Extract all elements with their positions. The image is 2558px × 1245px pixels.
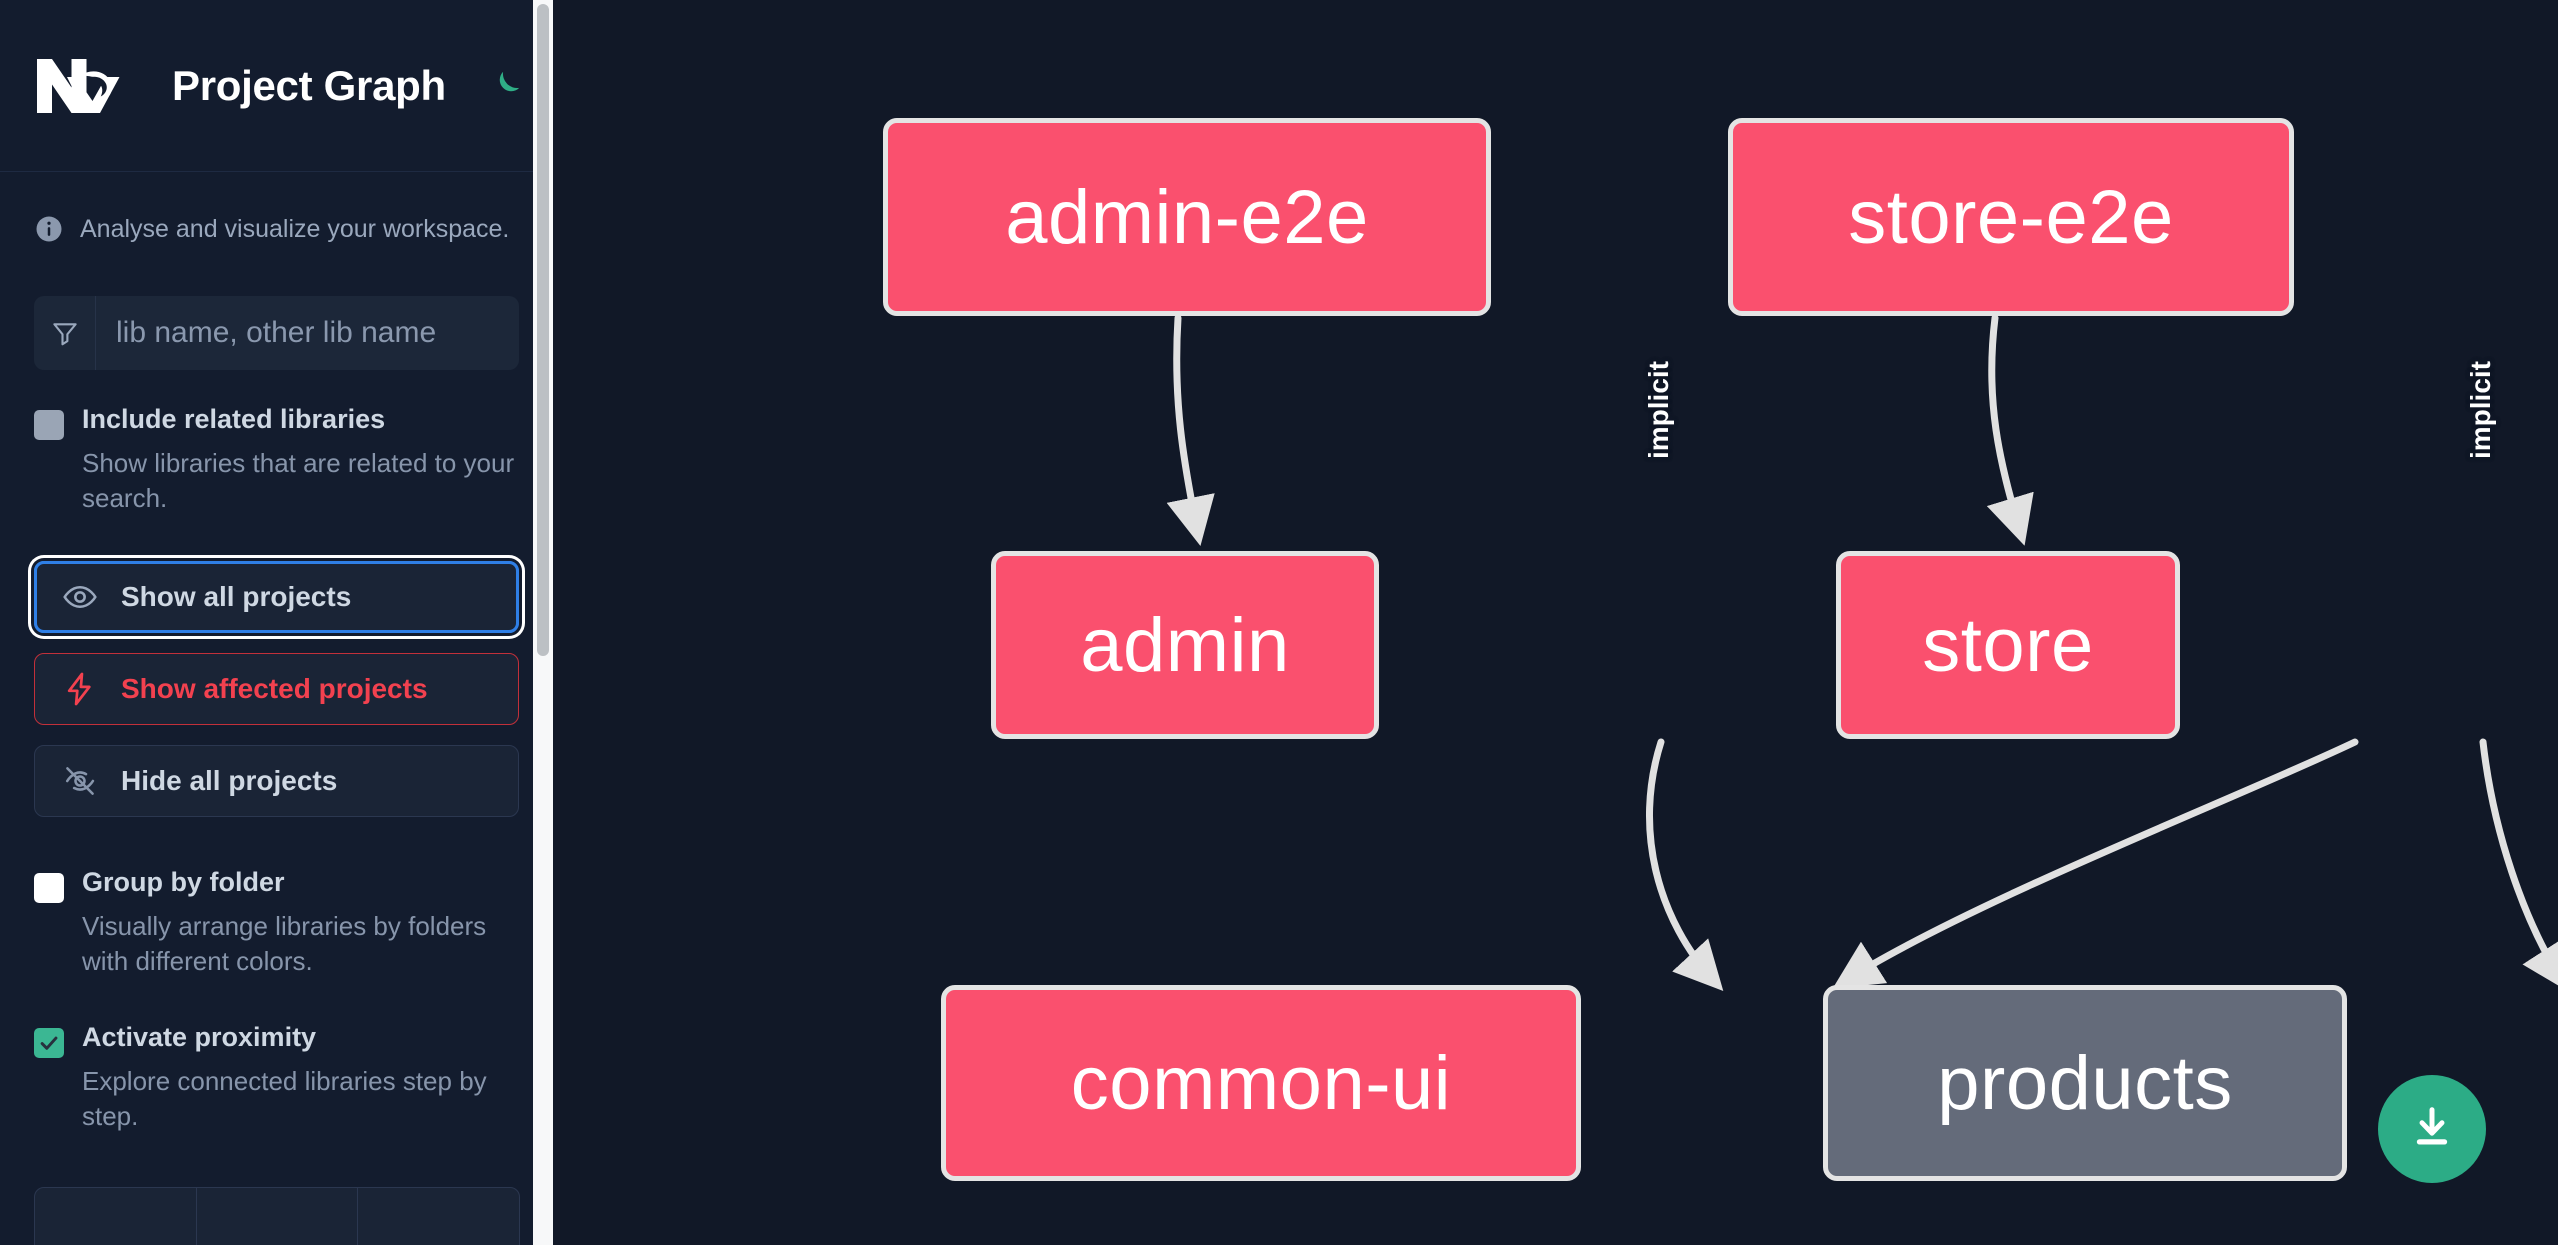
edge-admin-common-ui <box>1646 738 1724 992</box>
hide-all-projects-label: Hide all projects <box>121 765 338 797</box>
proximity-segment-2[interactable] <box>197 1188 359 1245</box>
checkbox-activate-proximity[interactable]: Activate proximity Explore connected lib… <box>34 1022 519 1133</box>
checkbox-label-group-by-folder: Group by folder <box>82 867 285 898</box>
graph-edges <box>1166 314 2558 993</box>
lightning-bolt-icon <box>61 670 99 708</box>
edge-label-implicit-store: implicit <box>2465 360 2496 460</box>
project-graph-canvas[interactable]: implicit implicit admin-e2e store-e2e ad… <box>553 0 2558 1245</box>
sidebar-header: Project Graph <box>0 0 553 172</box>
edge-store-products <box>2479 738 2558 993</box>
proximity-segment-3[interactable] <box>358 1188 519 1245</box>
workspace-info-text: Analyse and visualize your workspace. <box>80 214 510 243</box>
graph-node-admin-e2e[interactable]: admin-e2e <box>883 118 1491 316</box>
proximity-segment-1[interactable] <box>35 1188 197 1245</box>
graph-node-admin[interactable]: admin <box>991 551 1379 739</box>
checkbox-desc-include-related-libraries: Show libraries that are related to your … <box>82 448 515 513</box>
moon-icon[interactable] <box>486 65 524 107</box>
eye-slash-icon <box>61 762 99 800</box>
filter-funnel-icon <box>34 296 96 370</box>
checkbox-label-activate-proximity: Activate proximity <box>82 1022 317 1053</box>
info-icon <box>34 214 64 244</box>
sidebar: Project Graph Analyse and visualize your… <box>0 0 553 1245</box>
graph-node-products[interactable]: products <box>1823 985 2347 1181</box>
sidebar-body: Analyse and visualize your workspace. In… <box>0 172 553 1133</box>
page-title: Project Graph <box>172 61 446 109</box>
sidebar-scrollbar[interactable] <box>533 0 553 1245</box>
edge-label-implicit-admin: implicit <box>1643 360 1674 460</box>
show-all-projects-button[interactable]: Show all projects <box>34 561 519 634</box>
hide-all-projects-button[interactable]: Hide all projects <box>34 745 519 818</box>
checkbox-desc-group-by-folder: Visually arrange libraries by folders wi… <box>82 911 487 976</box>
checkbox-box-include-related-libraries[interactable] <box>34 410 64 440</box>
download-graph-button[interactable] <box>2378 1075 2486 1183</box>
nx-logo-icon <box>34 56 124 116</box>
graph-node-store-e2e[interactable]: store-e2e <box>1728 118 2294 316</box>
graph-node-common-ui[interactable]: common-ui <box>941 985 1581 1181</box>
show-affected-projects-label: Show affected projects <box>121 673 428 705</box>
checkbox-desc-activate-proximity: Explore connected libraries step by step… <box>82 1066 487 1131</box>
checkbox-label-include-related-libraries: Include related libraries <box>82 404 386 434</box>
checkbox-include-related-libraries[interactable]: Include related libraries Show libraries… <box>34 404 519 515</box>
checkbox-box-activate-proximity[interactable] <box>34 1028 64 1059</box>
sidebar-scrollbar-thumb[interactable] <box>537 4 549 656</box>
show-affected-projects-button[interactable]: Show affected projects <box>34 653 519 726</box>
checkbox-box-group-by-folder[interactable] <box>34 873 64 904</box>
workspace-info: Analyse and visualize your workspace. <box>34 172 519 254</box>
edge-admin-e2e-admin <box>1166 314 1215 547</box>
edge-store-e2e-store <box>1986 314 2034 546</box>
proximity-segmented-control[interactable] <box>34 1187 520 1245</box>
show-all-projects-label: Show all projects <box>121 581 352 613</box>
download-icon <box>2406 1102 2458 1157</box>
graph-node-store[interactable]: store <box>1836 551 2180 739</box>
search-input[interactable] <box>96 296 519 370</box>
eye-icon <box>61 578 99 616</box>
search-bar[interactable] <box>34 296 519 370</box>
checkbox-group-by-folder[interactable]: Group by folder Visually arrange librari… <box>34 867 519 978</box>
project-visibility-buttons: Show all projects Show affected projects <box>34 561 519 818</box>
edge-store-common-ui <box>1832 738 2359 989</box>
